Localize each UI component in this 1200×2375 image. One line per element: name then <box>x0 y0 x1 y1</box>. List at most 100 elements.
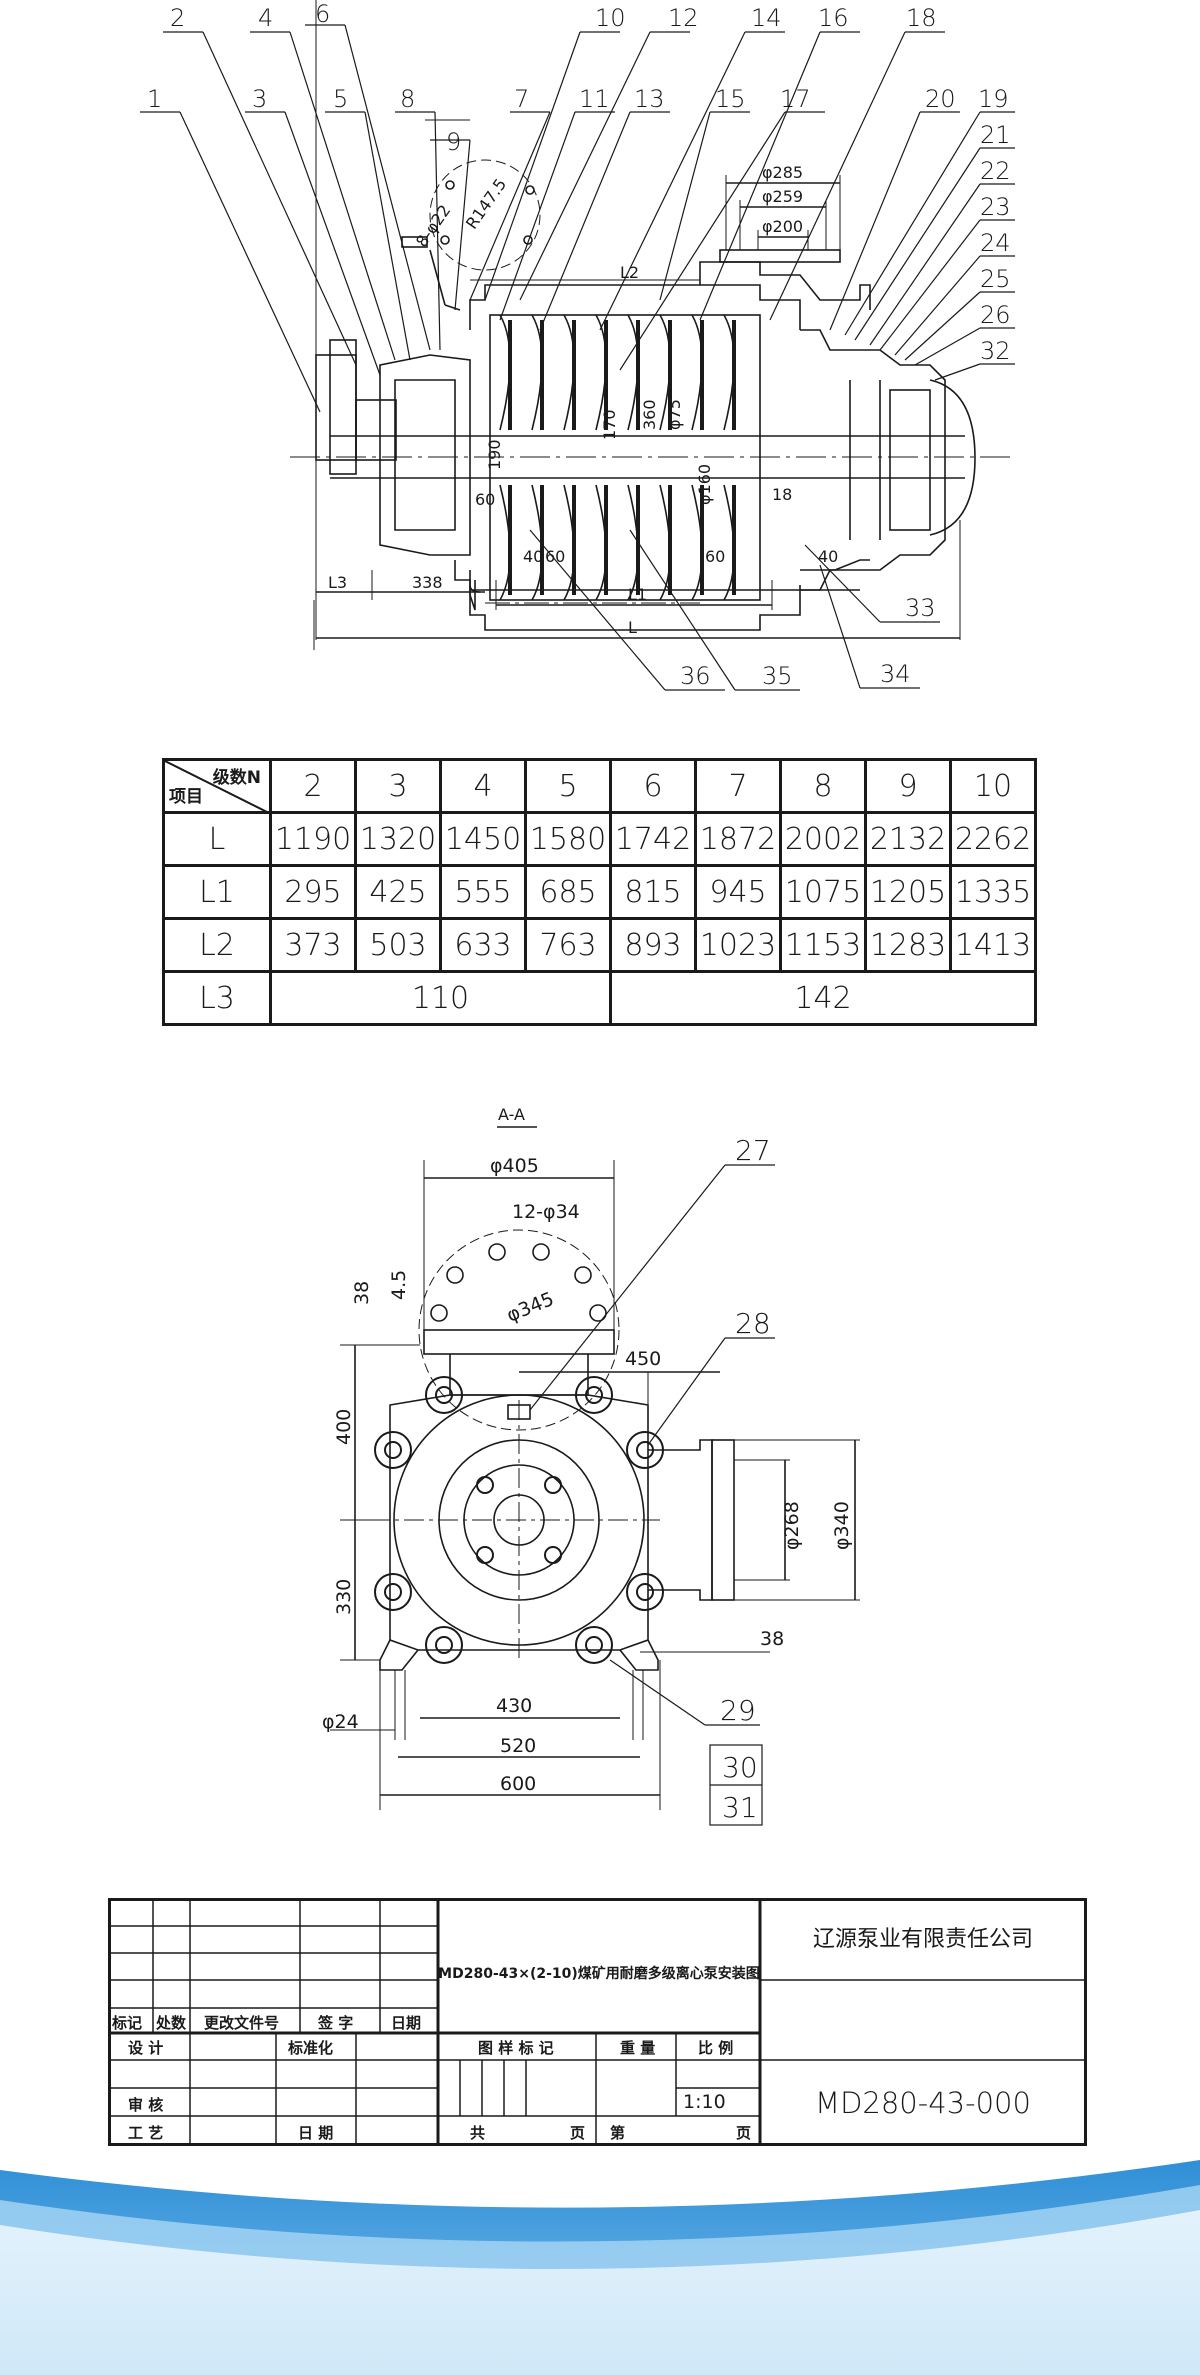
table-cell: 1075 <box>779 864 867 920</box>
dim-360: 360 <box>640 399 659 430</box>
table-cell: 1450 <box>439 811 527 867</box>
tb-process: 工 艺 <box>128 2124 163 2142</box>
table-cell: 1190 <box>269 811 357 867</box>
tb-page: 页 <box>570 2124 585 2142</box>
scale-value: 1:10 <box>683 2091 726 2113</box>
part-label-19: 19 <box>978 85 1009 113</box>
part-label-35: 35 <box>762 662 793 690</box>
dim-520: 520 <box>500 1735 536 1757</box>
tb-design: 设 计 <box>128 2039 163 2057</box>
part-label-7: 7 <box>514 85 529 113</box>
dim-400: 400 <box>333 1409 355 1445</box>
dim-338: 338 <box>412 573 443 592</box>
tb-sign: 签 字 <box>317 2014 353 2032</box>
dim-d24: φ24 <box>322 1711 359 1733</box>
stage-header: 5 <box>524 758 612 814</box>
dim-38a: 38 <box>351 1281 373 1305</box>
stage-header: 8 <box>779 758 867 814</box>
table-cell: 1413 <box>949 917 1037 973</box>
dim-12-d34: 12-φ34 <box>512 1201 580 1223</box>
title-block: 标记 处数 更改文件号 签 字 日期 设 计 标准化 审 核 工 艺 日 期 图… <box>108 1898 1087 2146</box>
part-label-30: 30 <box>722 1751 758 1784</box>
part-label-16: 16 <box>818 4 849 32</box>
dim-40a: 40 <box>523 547 543 566</box>
dimension-table: 级数N 项目 2 3 4 5 6 7 8 9 10 L 1190 1320 14… <box>162 758 1037 1026</box>
row-label: L1 <box>162 864 272 920</box>
tb-date: 日期 <box>391 2014 421 2032</box>
part-label-8: 8 <box>400 85 415 113</box>
tb-mark: 标记 <box>111 2014 142 2032</box>
part-label-18: 18 <box>906 4 937 32</box>
drawing-title: MD280-43×(2-10)煤矿用耐磨多级离心泵安装图 <box>438 1965 760 1982</box>
stage-header: 2 <box>269 758 357 814</box>
stage-header: 9 <box>864 758 952 814</box>
row-label: L <box>162 811 272 867</box>
part-label-6: 6 <box>315 0 330 28</box>
table-row: L 1190 1320 1450 1580 1742 1872 2002 213… <box>162 811 1037 867</box>
tb-sample-mark: 图 样 标 记 <box>478 2039 554 2057</box>
tb-standard: 标准化 <box>287 2039 333 2057</box>
dim-d200: φ200 <box>762 217 803 236</box>
tb-total: 共 <box>470 2124 485 2142</box>
part-label-22: 22 <box>980 157 1011 185</box>
header-stage: 级数N <box>212 768 261 788</box>
table-cell: 1580 <box>524 811 612 867</box>
part-label-12: 12 <box>668 4 699 32</box>
part-label-27: 27 <box>735 1134 771 1167</box>
dim-l2: L2 <box>620 263 639 282</box>
part-label-10: 10 <box>595 4 626 32</box>
table-cell: 555 <box>439 864 527 920</box>
part-label-13: 13 <box>634 85 665 113</box>
part-label-1: 1 <box>147 85 162 113</box>
dim-4-5: 4.5 <box>388 1270 410 1300</box>
stage-header: 3 <box>354 758 442 814</box>
table-cell: 1335 <box>949 864 1037 920</box>
dim-l1: L1 <box>628 585 647 604</box>
row-label: L2 <box>162 917 272 973</box>
part-label-28: 28 <box>735 1307 771 1340</box>
table-cell: 2132 <box>864 811 952 867</box>
table-cell: 295 <box>269 864 357 920</box>
dim-l: L <box>628 618 637 637</box>
dim-330: 330 <box>333 1579 355 1615</box>
table-cell: 815 <box>609 864 697 920</box>
row-label: L3 <box>162 970 272 1026</box>
dim-d75: φ75 <box>665 399 684 430</box>
decorative-wave-footer <box>0 2160 1200 2375</box>
table-row: L1 295 425 555 685 815 945 1075 1205 133… <box>162 864 1037 920</box>
table-cell: 1153 <box>779 917 867 973</box>
pump-installation-drawing: 1 2 3 4 5 6 7 8 9 10 11 12 13 14 15 16 1… <box>140 0 1015 1826</box>
dim-60c: 60 <box>705 547 725 566</box>
dim-60b: 60 <box>545 547 565 566</box>
tb-date2: 日 期 <box>298 2124 333 2142</box>
tb-count: 处数 <box>155 2014 187 2032</box>
table-cell: 1205 <box>864 864 952 920</box>
dim-d259: φ259 <box>762 187 803 206</box>
stage-header: 7 <box>694 758 782 814</box>
part-label-36: 36 <box>680 662 711 690</box>
table-cell-l3-left: 110 <box>269 970 612 1026</box>
table-cell: 763 <box>524 917 612 973</box>
table-cell: 685 <box>524 864 612 920</box>
part-label-14: 14 <box>751 4 782 32</box>
tb-weight: 重 量 <box>620 2039 655 2057</box>
tb-page2: 页 <box>736 2124 751 2142</box>
dim-450: 450 <box>625 1348 661 1370</box>
part-label-5: 5 <box>333 85 348 113</box>
dim-l3: L3 <box>328 573 347 592</box>
part-label-29: 29 <box>720 1694 756 1727</box>
dim-190: 190 <box>485 439 504 470</box>
part-label-20: 20 <box>925 85 956 113</box>
table-cell: 425 <box>354 864 442 920</box>
table-cell: 1023 <box>694 917 782 973</box>
stage-header: 4 <box>439 758 527 814</box>
part-label-17: 17 <box>780 85 811 113</box>
part-label-3: 3 <box>252 85 267 113</box>
part-label-2: 2 <box>170 4 185 32</box>
dim-60a: 60 <box>475 490 495 509</box>
stage-header: 10 <box>949 758 1037 814</box>
section-title: A-A <box>498 1105 525 1124</box>
part-label-32: 32 <box>980 337 1011 365</box>
tb-ratio: 比 例 <box>698 2039 733 2057</box>
dim-d160: φ160 <box>695 464 714 505</box>
